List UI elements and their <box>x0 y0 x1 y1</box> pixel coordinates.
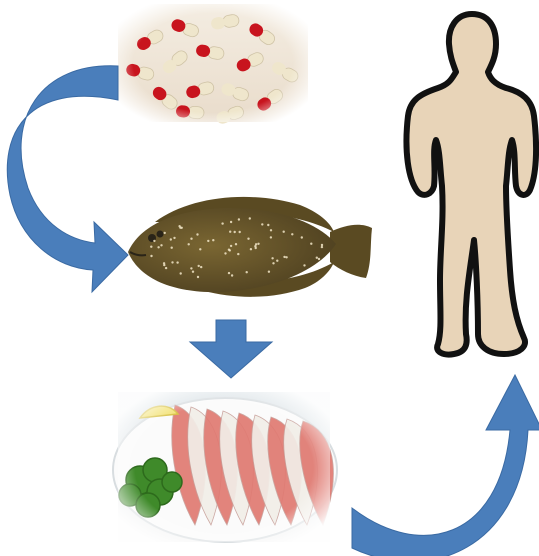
human-silhouette-icon <box>406 14 536 355</box>
curved-arrow-icon <box>7 66 128 292</box>
flounder-fish-icon <box>128 197 372 297</box>
down-arrow-icon <box>190 320 272 378</box>
capsules-icon <box>118 4 308 125</box>
sashimi-plate-icon <box>113 392 337 542</box>
curved-arrow-icon <box>352 375 539 556</box>
